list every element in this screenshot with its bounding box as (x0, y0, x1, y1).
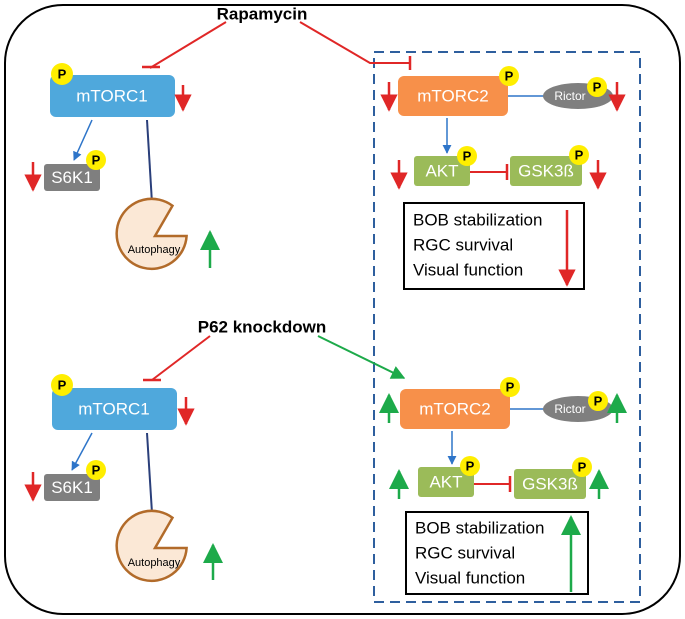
akt-label-top: AKT (425, 162, 458, 181)
gsk3b-label-top: GSK3ß (518, 162, 574, 181)
svg-text:P: P (463, 149, 472, 164)
mtorc2-label-top: mTORC2 (417, 87, 488, 106)
phospho-gsk3b-top: P (569, 145, 589, 165)
phospho-mtorc1-top: P (51, 63, 73, 85)
autophagy-label-bottom: Autophagy (128, 557, 181, 569)
autophagy-label-top: Autophagy (128, 244, 181, 256)
s6k1-label-top: S6K1 (51, 168, 93, 187)
mtorc1-label-bottom: mTORC1 (78, 400, 149, 419)
svg-text:P: P (58, 67, 67, 82)
akt-inhibits-gsk3b-top (470, 164, 509, 180)
phospho-mtorc1-bottom: P (51, 374, 73, 396)
outcome-bottom-3: Visual function (415, 569, 525, 588)
mtorc1-to-s6k1-top (73, 119, 93, 161)
phospho-s6k1-top: P (86, 150, 106, 170)
outcome-bottom-2: RGC survival (415, 544, 515, 563)
s6k1-label-bottom: S6K1 (51, 478, 93, 497)
svg-text:P: P (594, 394, 603, 409)
rapamycin-inhibits-mtorc2 (299, 21, 412, 70)
phospho-akt-bottom: P (460, 456, 480, 476)
phospho-mtorc2-top: P (499, 66, 519, 86)
rictor-label-top: Rictor (554, 89, 585, 103)
akt-node-bottom (418, 467, 474, 497)
svg-text:P: P (92, 153, 101, 168)
mtorc1-node-bottom (52, 388, 177, 430)
autophagy-shape-bottom (115, 509, 188, 583)
mtorc2-panel-border (373, 51, 641, 603)
s6k1-node-top (44, 164, 100, 191)
akt-label-bottom: AKT (429, 473, 462, 492)
mtorc1-label-top: mTORC1 (76, 87, 147, 106)
rapamycin-inhibits-mtorc1 (142, 21, 227, 69)
outcome-top-3: Visual function (413, 261, 523, 280)
outcome-bottom-1: BOB stabilization (415, 519, 544, 538)
svg-text:P: P (466, 459, 475, 474)
p62-knockdown-label: P62 knockdown (198, 318, 326, 337)
gsk3b-label-bottom: GSK3ß (522, 475, 578, 494)
mtorc2-label-bottom: mTORC2 (419, 400, 490, 419)
p62-activates-mtorc2 (317, 335, 406, 379)
gsk3b-node-top (510, 156, 582, 186)
outcome-top-1: BOB stabilization (413, 211, 542, 230)
phospho-akt-top: P (457, 146, 477, 166)
svg-text:P: P (58, 378, 67, 393)
svg-text:P: P (578, 460, 587, 475)
rapamycin-label: Rapamycin (217, 5, 308, 24)
s6k1-node-bottom (44, 474, 100, 501)
svg-text:P: P (505, 69, 514, 84)
rictor-label-bottom: Rictor (554, 402, 585, 416)
svg-text:P: P (92, 463, 101, 478)
akt-node-top (414, 156, 470, 186)
mtorc1-to-s6k1-bottom (71, 432, 93, 471)
akt-inhibits-gsk3b-bottom (474, 476, 512, 492)
svg-text:P: P (593, 80, 602, 95)
phospho-rictor-top: P (587, 77, 607, 97)
phospho-gsk3b-bottom: P (572, 457, 592, 477)
p62-inhibits-mtorc1 (143, 335, 211, 382)
outcome-box-bottom (405, 511, 589, 595)
mtorc2-node-top (398, 76, 508, 116)
phospho-s6k1-bottom: P (86, 460, 106, 480)
outcome-box-top (403, 202, 585, 290)
autophagy-shape-top (115, 197, 188, 271)
phospho-mtorc2-bottom: P (500, 377, 520, 397)
mtorc1-node-top (50, 75, 175, 117)
phospho-rictor-bottom: P (588, 391, 608, 411)
outcome-top-2: RGC survival (413, 236, 513, 255)
svg-text:P: P (575, 148, 584, 163)
svg-text:P: P (506, 380, 515, 395)
mtorc2-node-bottom (400, 389, 510, 429)
gsk3b-node-bottom (514, 469, 586, 499)
